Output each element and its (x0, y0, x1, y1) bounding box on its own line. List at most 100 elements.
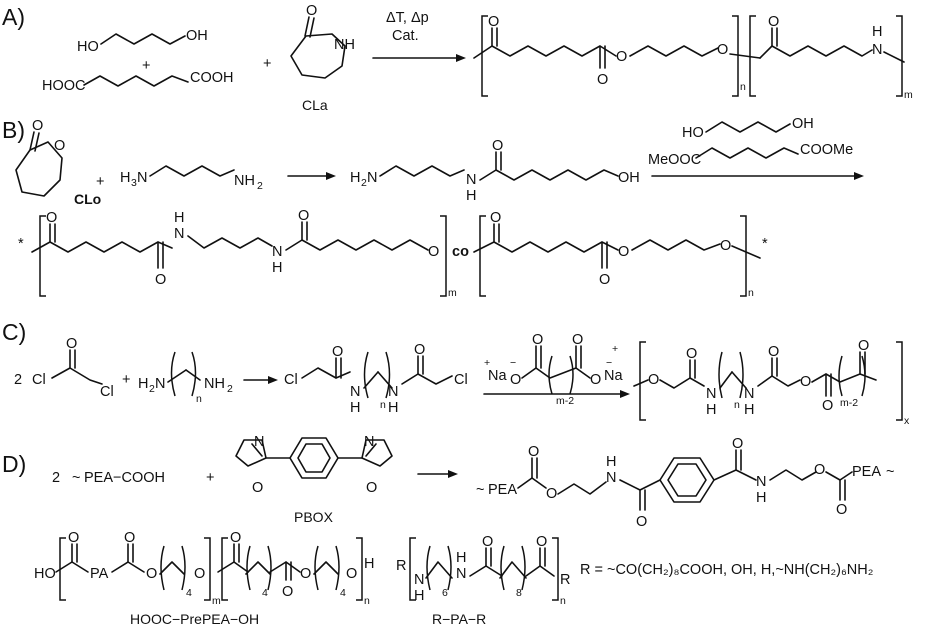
pbox-o-left: O (252, 480, 263, 496)
d-prod-o-1: O (528, 444, 539, 460)
c-prod-bond-1 (719, 371, 733, 389)
b-bracket-1-open (39, 215, 46, 297)
c-prod-paren-r2 (861, 355, 866, 397)
prepea-label: HOOC−PrePEA−OH (130, 611, 259, 627)
pbox-oxazoline-right (361, 439, 393, 467)
d-prod-n-2: N (756, 474, 766, 490)
rpar-n-1: N (414, 572, 424, 588)
b-int-o: O (492, 138, 503, 154)
c-diamine-n: n (196, 393, 202, 405)
b-int-n: N (367, 170, 377, 186)
c-prod-paren-l2 (838, 355, 843, 397)
rpar-n-2: N (456, 566, 466, 582)
c-int-bond-1 (363, 371, 379, 389)
rpar-h-2: H (456, 550, 466, 566)
c-prod-bond-2 (731, 371, 747, 389)
a-acid-right: COOH (190, 70, 234, 86)
d-prod-o-3: O (636, 514, 647, 530)
b-clo-co (29, 131, 35, 151)
c-diamine-paren-r (191, 351, 197, 397)
b-ester-chain (695, 147, 799, 159)
panel-label-a: A) (2, 4, 25, 30)
a-o-1: O (488, 14, 499, 30)
prepea-o-7: O (300, 566, 311, 582)
prepea-sub-n: n (364, 595, 370, 607)
prepea-chain-7 (313, 561, 339, 575)
b-int-h2: H (466, 188, 476, 204)
c-prod-m2: m-2 (840, 397, 858, 409)
prepea-paren-r3 (335, 545, 340, 591)
c-prod-o-3: O (768, 344, 779, 360)
c-diamine-bond-1 (167, 369, 187, 383)
a-end (883, 51, 905, 63)
prepea-chain-1 (55, 561, 89, 573)
d-prod-chain-2 (557, 481, 607, 495)
prepea-sub-4c: 4 (340, 587, 346, 599)
b-cp-n-1: N (174, 226, 184, 242)
b-amine-h-sub: 3 (131, 177, 137, 189)
c-prod-chain-1 (659, 377, 705, 389)
panel-c: C) 2 Cl O Cl + H 2 N n NH 2 Cl O N H n N… (2, 319, 910, 427)
rpar-sub-n: n (560, 595, 566, 607)
b-int-nh: N (466, 172, 476, 188)
a-cla-nh: NH (334, 37, 355, 53)
pbox-molecule: N O N O (235, 434, 393, 496)
a-caprolactam-ring (290, 33, 346, 79)
rpar-h-1: H (414, 588, 424, 604)
c-coef: 2 (14, 372, 22, 388)
b-putrescine-chain (149, 165, 235, 177)
rpar-o-1: O (482, 534, 493, 550)
b-bracket-2-close (740, 215, 747, 297)
c-chloroacetyl-chain (51, 367, 103, 385)
c-int-o-1: O (332, 344, 343, 360)
prepea-paren-r2 (267, 545, 272, 591)
d-prod-o-5: O (814, 462, 825, 478)
c-salt-paren-l (548, 355, 553, 395)
c-prod-start (633, 379, 649, 387)
b-diol-chain (705, 121, 791, 133)
c-na-2: Na (604, 368, 623, 384)
c-prod-h-1: H (706, 402, 716, 418)
c-int-chain-2 (401, 373, 453, 385)
b-int-oh: OH (618, 170, 640, 186)
b-amine-nh: NH (234, 173, 255, 189)
c-salt-o-3: O (572, 332, 583, 348)
a-o-2: O (597, 72, 608, 88)
c-diamine-bond-2 (185, 369, 201, 381)
c-h2n-h: H (138, 376, 148, 392)
b-arrow-1-head (326, 172, 336, 180)
rpar-paren-r1 (447, 545, 452, 591)
c-prod-o-6: O (858, 338, 869, 354)
rpar-bracket-close (552, 537, 559, 601)
a-arrow-head (456, 54, 466, 62)
b-cp-o-4: O (428, 244, 439, 260)
b-int-chain-2 (479, 169, 619, 181)
b-cp-n-2: N (272, 244, 282, 260)
c-int-paren-r (385, 351, 391, 399)
a-subscript-n: n (740, 81, 746, 93)
c-na-2-plus: + (612, 343, 618, 355)
c-salt-m2: m-2 (556, 395, 574, 407)
b-arrow-2-head (854, 172, 864, 180)
d-prod-pea-2: PEA (852, 464, 881, 480)
a-butyl-chain (629, 45, 719, 57)
c-prod-chain-3 (811, 373, 877, 383)
b-copoly-chain-3 (285, 239, 429, 251)
b-cp-o-6: O (599, 272, 610, 288)
c-prod-paren-r (739, 351, 744, 399)
b-copoly-chain-1 (31, 241, 173, 253)
pbox-n-left: N (254, 434, 264, 450)
prepea-o-3: O (146, 566, 157, 582)
d-prod-benzene-inner (667, 463, 707, 497)
d-plus: + (206, 470, 214, 486)
a-acid-chain (83, 75, 189, 87)
d-prod-h-2: H (756, 490, 766, 506)
c-prod-o-4: O (800, 374, 811, 390)
b-diol-oh: OH (792, 116, 814, 132)
pbox-cn-l (251, 443, 263, 457)
pbox-label: PBOX (294, 509, 334, 525)
prepea-sub-4a: 4 (186, 587, 192, 599)
b-cp-o-3: O (298, 208, 309, 224)
b-bracket-2-open (479, 215, 486, 297)
a-conditions-bottom: Cat. (392, 28, 419, 44)
